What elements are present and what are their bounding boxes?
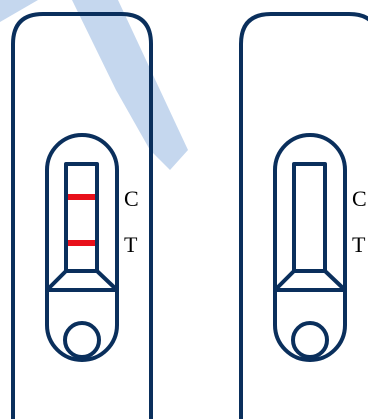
test-marker-label-left: T bbox=[124, 232, 138, 257]
control-marker-label-left: C bbox=[124, 186, 139, 211]
cassette-body bbox=[239, 12, 368, 419]
sample-well bbox=[291, 321, 329, 359]
sample-area-outline bbox=[45, 269, 119, 292]
test-cassette-left bbox=[11, 12, 153, 419]
watermark-stroke-diagonal bbox=[72, 0, 188, 170]
control-marker-label-right: C bbox=[352, 186, 367, 211]
test-marker-label-right: T bbox=[352, 232, 366, 257]
result-window bbox=[292, 162, 327, 273]
sample-area-outline bbox=[273, 269, 347, 292]
watermark-graphic bbox=[0, 0, 188, 170]
watermark-stroke-top bbox=[0, 0, 38, 22]
cassette-window-frame bbox=[273, 133, 347, 362]
cassette-body bbox=[11, 12, 153, 419]
result-window bbox=[64, 162, 99, 273]
cassette-window-frame bbox=[45, 133, 119, 362]
test-cassette-right bbox=[239, 12, 368, 419]
sample-well bbox=[63, 321, 101, 359]
